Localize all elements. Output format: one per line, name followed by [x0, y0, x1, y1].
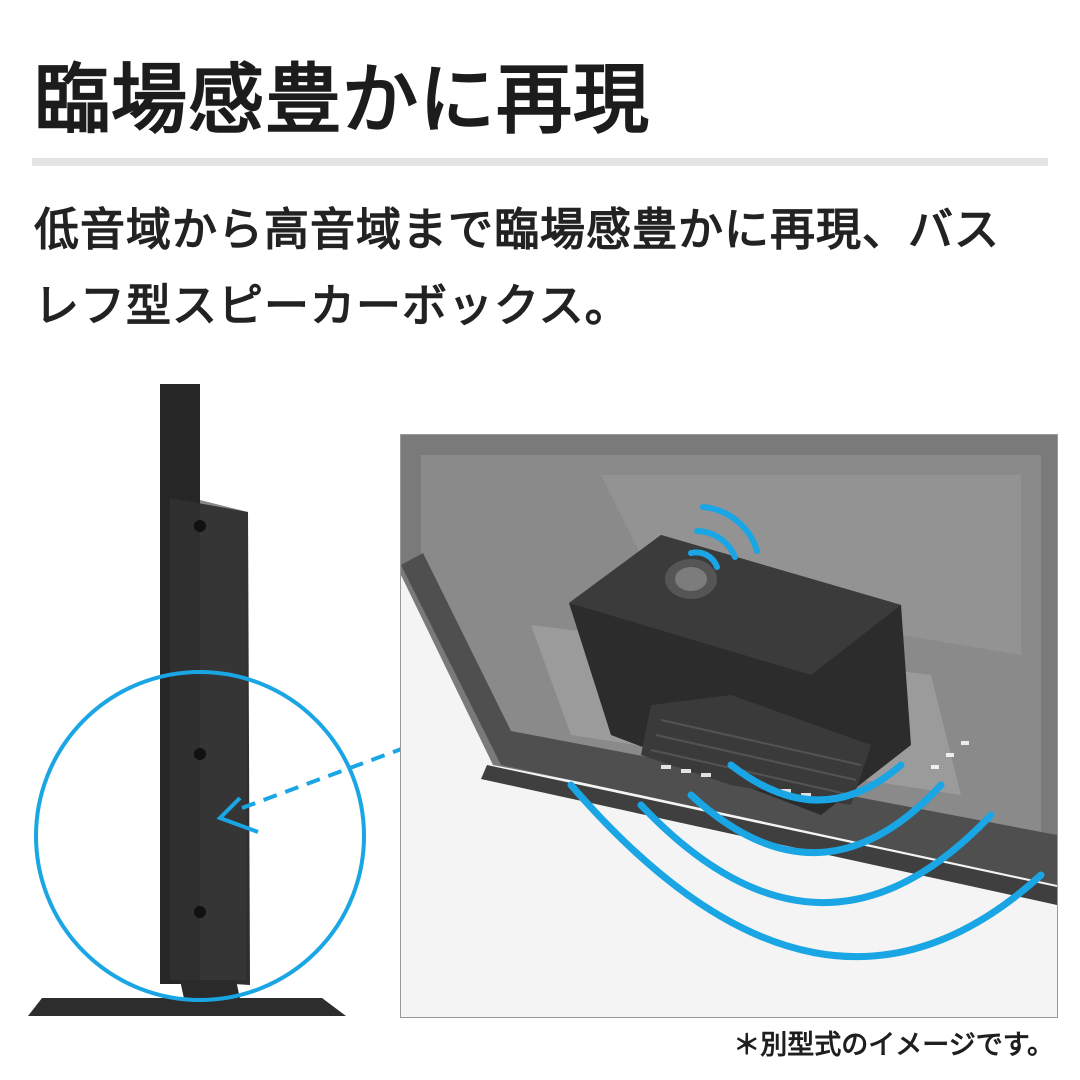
sound-waves-up — [688, 504, 760, 570]
back-cover-edge — [401, 553, 1057, 885]
speaker-closeup-illustration — [401, 435, 1057, 1017]
description-line-2: レフ型スピーカーボックス。 — [34, 279, 631, 332]
tv-side-view-illustration — [28, 384, 366, 1016]
screw-hole — [194, 906, 206, 918]
screw-hole — [194, 748, 206, 760]
speaker-closeup-inset — [400, 434, 1058, 1018]
screw-hole — [194, 520, 206, 532]
description: 低音域から高音域まで臨場感豊かに再現、バス レフ型スピーカーボックス。 — [34, 192, 1064, 344]
description-line-1: 低音域から高音域まで臨場感豊かに再現、バス — [34, 203, 1001, 256]
footnote: ＊別型式のイメージです。 — [733, 1030, 1054, 1061]
stand-base — [28, 998, 346, 1016]
port-bracket-mark — [216, 796, 259, 834]
title-divider — [32, 158, 1048, 166]
speaker-grille — [641, 695, 871, 805]
highlight-circle — [34, 670, 366, 1002]
sound-waves-down — [567, 761, 1045, 961]
page-title: 臨場感豊かに再現 — [34, 55, 650, 144]
